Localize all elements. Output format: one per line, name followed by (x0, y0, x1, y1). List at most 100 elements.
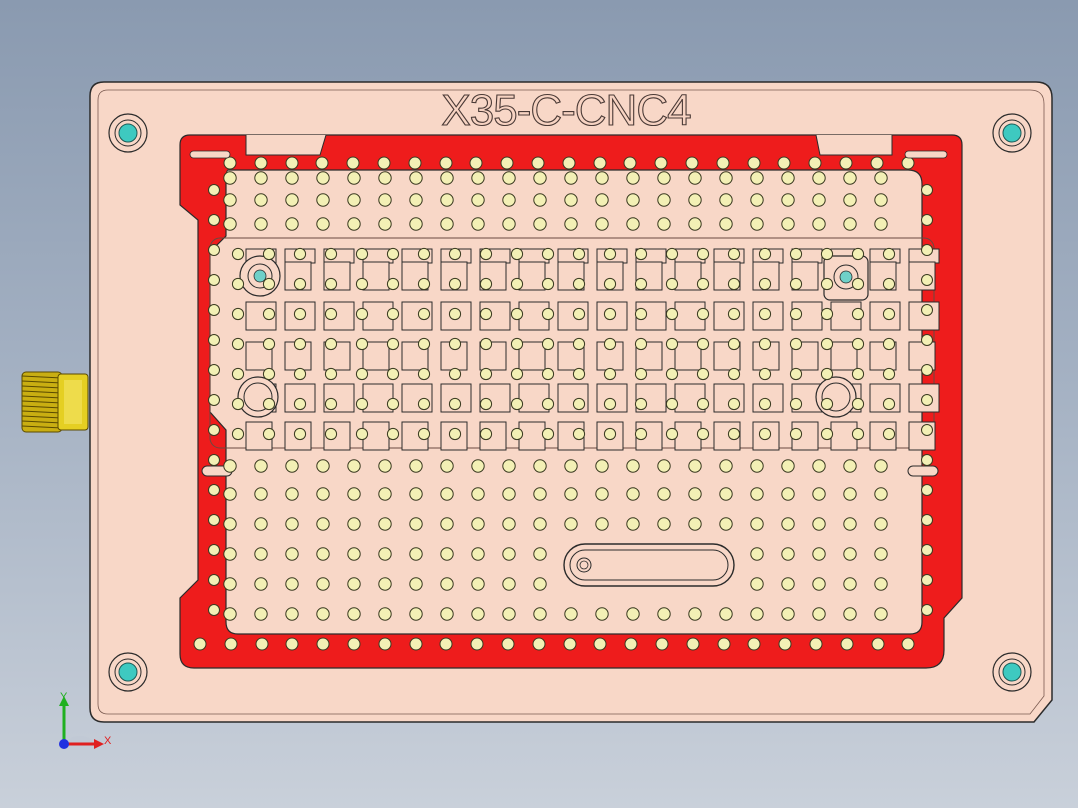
vacuum-hole (727, 337, 741, 351)
vacuum-hole (781, 217, 795, 231)
vacuum-hole (665, 367, 679, 381)
vacuum-hole (623, 156, 637, 170)
vacuum-hole (839, 156, 853, 170)
vacuum-hole (921, 334, 933, 346)
vacuum-hole (686, 637, 700, 651)
vacuum-hole (378, 547, 392, 561)
vacuum-hole (531, 156, 545, 170)
vacuum-hole (502, 217, 516, 231)
vacuum-hole (448, 427, 462, 441)
vacuum-hole (820, 307, 834, 321)
vacuum-hole (921, 244, 933, 256)
vacuum-hole (254, 577, 268, 591)
vacuum-hole (874, 517, 888, 531)
vacuum-hole (657, 459, 671, 473)
vacuum-hole (626, 607, 640, 621)
vacuum-hole (502, 193, 516, 207)
vacuum-hole (254, 517, 268, 531)
vacuum-hole (750, 487, 764, 501)
vacuum-hole (564, 607, 578, 621)
vacuum-hole (324, 337, 338, 351)
vacuum-hole (727, 247, 741, 261)
vacuum-hole (208, 184, 220, 196)
vacuum-hole (417, 247, 431, 261)
vacuum-hole (541, 247, 555, 261)
vacuum-hole (293, 427, 307, 441)
vacuum-hole (471, 577, 485, 591)
vacuum-hole (440, 607, 454, 621)
vacuum-hole (386, 367, 400, 381)
vacuum-hole (901, 637, 915, 651)
vacuum-hole (440, 193, 454, 207)
vacuum-hole (355, 307, 369, 321)
vacuum-hole (874, 217, 888, 231)
vacuum-hole (634, 427, 648, 441)
vacuum-hole (603, 367, 617, 381)
vacuum-hole (533, 517, 547, 531)
support-pad (518, 421, 546, 451)
vacuum-hole (231, 277, 245, 291)
vacuum-hole (440, 487, 454, 501)
vacuum-hole (750, 171, 764, 185)
vacuum-hole (820, 397, 834, 411)
vacuum-hole (448, 247, 462, 261)
vacuum-hole (223, 547, 237, 561)
vacuum-hole (316, 637, 330, 651)
vacuum-hole (719, 517, 733, 531)
vacuum-hole (750, 547, 764, 561)
support-pads (245, 248, 940, 451)
vacuum-hole (626, 193, 640, 207)
vacuum-hole (789, 367, 803, 381)
vacuum-hole (208, 484, 220, 496)
boss-top-left (239, 255, 281, 297)
vacuum-hole (882, 427, 896, 441)
vacuum-hole (657, 171, 671, 185)
vacuum-hole (882, 397, 896, 411)
vacuum-hole (634, 397, 648, 411)
vacuum-hole (851, 367, 865, 381)
support-pad (518, 341, 546, 371)
vacuum-hole (231, 337, 245, 351)
vacuum-hole (532, 637, 546, 651)
vacuum-hole (223, 156, 237, 170)
vacuum-hole (696, 247, 710, 261)
vacuum-hole (254, 547, 268, 561)
vacuum-hole (208, 574, 220, 586)
vacuum-hole (285, 517, 299, 531)
vacuum-hole (533, 193, 547, 207)
vacuum-hole (789, 337, 803, 351)
vacuum-holes (193, 156, 933, 651)
vacuum-hole (874, 547, 888, 561)
vacuum-hole (208, 514, 220, 526)
vacuum-hole (851, 427, 865, 441)
vacuum-hole (417, 277, 431, 291)
vacuum-hole (208, 274, 220, 286)
vacuum-hole (293, 367, 307, 381)
vacuum-hole (224, 637, 238, 651)
vacuum-hole (316, 487, 330, 501)
vacuum-hole (316, 577, 330, 591)
vacuum-hole (843, 193, 857, 207)
vacuum-hole (208, 304, 220, 316)
boss-bottom-left (237, 376, 279, 418)
vacuum-hole (378, 517, 392, 531)
vacuum-hole (665, 277, 679, 291)
vacuum-hole (820, 337, 834, 351)
vacuum-hole (231, 307, 245, 321)
vacuum-hole (208, 544, 220, 556)
vacuum-hole (262, 427, 276, 441)
vacuum-hole (448, 397, 462, 411)
vacuum-hole (564, 459, 578, 473)
vacuum-hole (471, 171, 485, 185)
vacuum-hole (533, 487, 547, 501)
vacuum-hole (882, 307, 896, 321)
vacuum-hole (254, 217, 268, 231)
locating-pin-icon (108, 113, 148, 153)
vacuum-hole (417, 367, 431, 381)
part-engraving: X35-C-CNC4 (441, 86, 691, 135)
support-pad (713, 383, 745, 413)
vacuum-hole (223, 607, 237, 621)
vacuum-hole (386, 277, 400, 291)
